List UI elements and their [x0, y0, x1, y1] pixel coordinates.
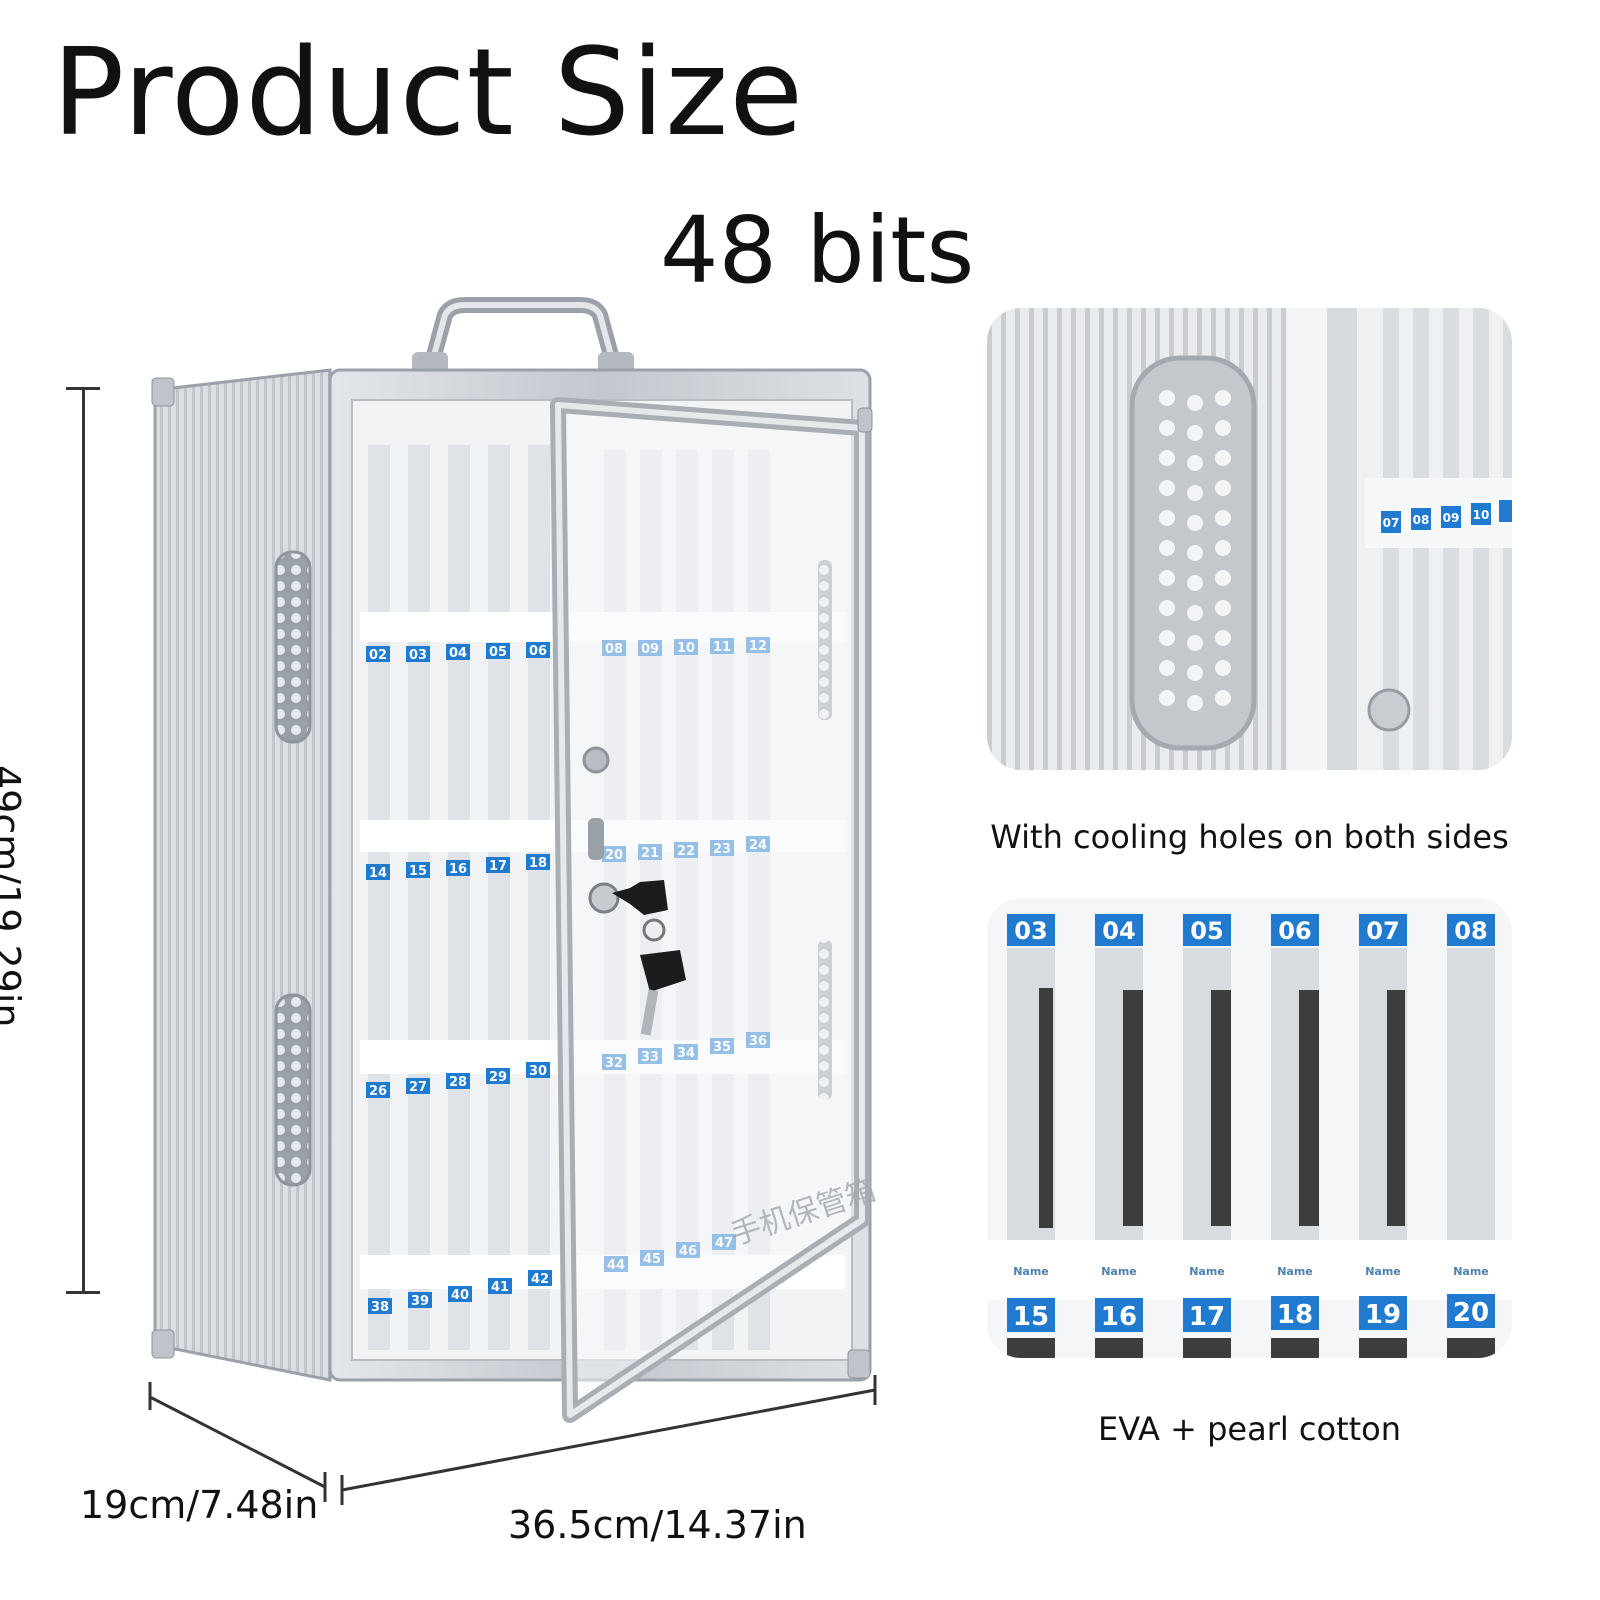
slot-number: 39: [411, 1294, 429, 1309]
side-vent-lower: [274, 993, 312, 1187]
foam-insert-detail-panel: 03 04 05 06 07 08 Name Name Name Name Na…: [987, 898, 1512, 1358]
cooling-holes-caption: With cooling holes on both sides: [990, 818, 1509, 856]
slot-number: 03: [1014, 917, 1047, 945]
height-dimension-line: [82, 388, 85, 1293]
name-label: Name: [1277, 1265, 1313, 1278]
slot-number: 18: [1277, 1300, 1313, 1330]
name-labels: Name Name Name Name Name Name: [1013, 1265, 1489, 1278]
name-label: Name: [1365, 1265, 1401, 1278]
cooling-holes-detail-image: 07 08 09 10: [987, 308, 1512, 770]
slot-number: 16: [1101, 1302, 1137, 1332]
slot-number: 05: [489, 645, 507, 660]
slot-number: 30: [529, 1064, 547, 1079]
slot-number: 06: [529, 644, 547, 659]
key-icon: [612, 880, 668, 915]
slot-number: 04: [1102, 917, 1135, 945]
slot-number: 26: [369, 1084, 387, 1099]
slot-number: 28: [449, 1075, 467, 1090]
slot-number: 15: [409, 864, 427, 879]
name-label: Name: [1013, 1265, 1049, 1278]
slot-number: 17: [489, 859, 507, 874]
slot-number: 07: [1383, 516, 1400, 530]
width-dimension-label: 36.5cm/14.37in: [508, 1503, 807, 1547]
slot-number: 10: [1473, 508, 1490, 522]
page-title: Product Size: [52, 24, 805, 163]
door-knob: [582, 746, 610, 774]
slot-number: 42: [531, 1272, 549, 1287]
slot-number: 40: [451, 1288, 469, 1303]
slot-number: 41: [491, 1280, 509, 1295]
slot-number: 09: [1443, 511, 1460, 525]
door-knob: [1367, 688, 1411, 732]
slot-number: 19: [1365, 1300, 1401, 1330]
slot-number: 29: [489, 1070, 507, 1085]
foam-top-numbers: 03 04 05 06 07 08: [1007, 914, 1495, 946]
name-label: Name: [1101, 1265, 1137, 1278]
slot-number: 17: [1189, 1302, 1225, 1332]
slot-number: 08: [1413, 513, 1430, 527]
slot-number: 16: [449, 862, 467, 877]
side-vent-upper: [274, 550, 312, 744]
slot-number: 18: [529, 856, 547, 871]
case-side-panel: [153, 368, 332, 1382]
slot-number: 03: [409, 648, 427, 663]
foam-bottom-numbers: 15 16 17 18 19 20: [1007, 1294, 1495, 1332]
cooling-holes-detail-panel: 07 08 09 10: [987, 308, 1512, 770]
lock-and-keys: [588, 818, 686, 1036]
slot-number: 05: [1190, 917, 1223, 945]
foam-insert-caption: EVA + pearl cotton: [1097, 1410, 1402, 1448]
phone-storage-case-illustration: 02 03 04 05 06 08 09 10 11 12 14 15 16 1…: [151, 297, 880, 1423]
name-label: Name: [1189, 1265, 1225, 1278]
slot-number: 07: [1366, 917, 1399, 945]
open-acrylic-door: 手机保管箱: [550, 397, 880, 1423]
slot-number: 38: [371, 1300, 389, 1315]
slot-number: 08: [1454, 917, 1487, 945]
height-dimension-cap-bottom: [66, 1291, 100, 1294]
slot-number: 14: [369, 866, 387, 881]
detail-top-slot-numbers: 07 08 09 10: [1381, 500, 1512, 533]
cooling-holes: [1159, 390, 1231, 711]
slot-number: 27: [409, 1080, 427, 1095]
slot-number: 04: [449, 646, 467, 661]
slot-number: 20: [1453, 1298, 1489, 1328]
foam-inner: [1039, 988, 1405, 1228]
depth-dimension-label: 19cm/7.48in: [80, 1483, 319, 1527]
slot-number: 06: [1278, 917, 1311, 945]
slot-number: 15: [1013, 1302, 1049, 1332]
slot-count-subtitle: 48 bits: [660, 197, 975, 304]
foam-insert-detail-image: 03 04 05 06 07 08 Name Name Name Name Na…: [987, 898, 1512, 1358]
slot-number: 02: [369, 648, 387, 663]
key-icon: [640, 950, 686, 992]
height-dimension-cap-top: [66, 387, 100, 390]
name-label: Name: [1453, 1265, 1489, 1278]
